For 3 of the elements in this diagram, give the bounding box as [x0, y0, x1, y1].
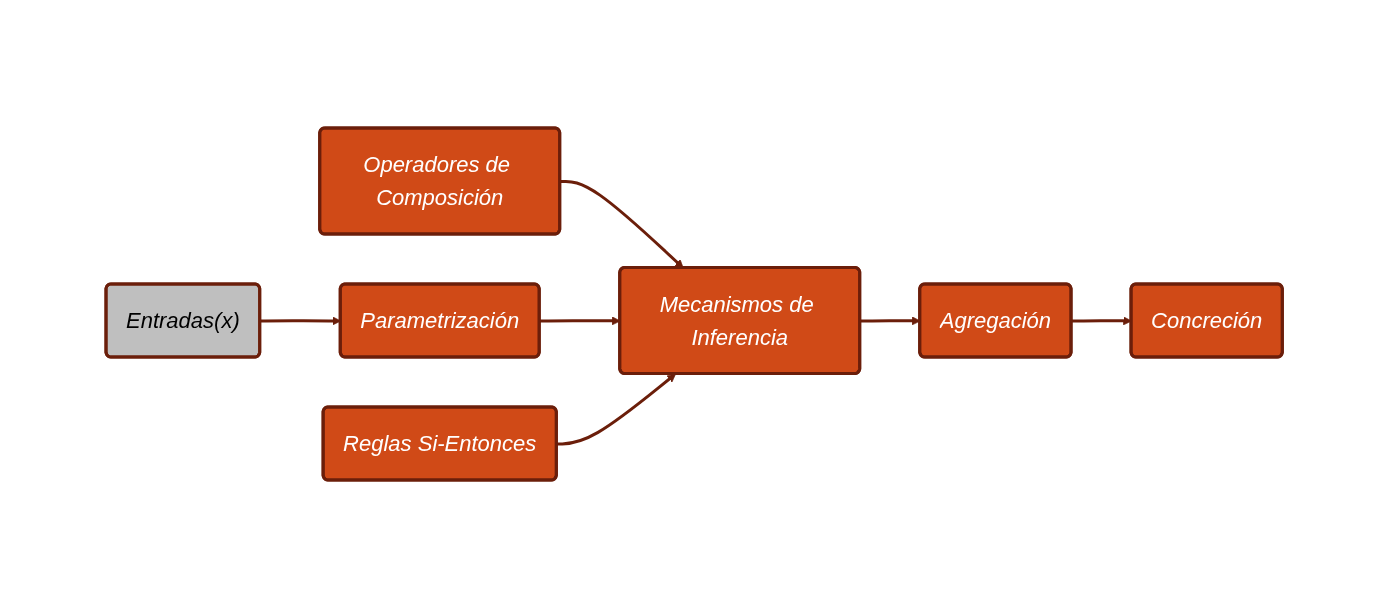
arrow	[556, 373, 676, 445]
arrow	[560, 179, 684, 268]
arrow	[260, 316, 341, 325]
